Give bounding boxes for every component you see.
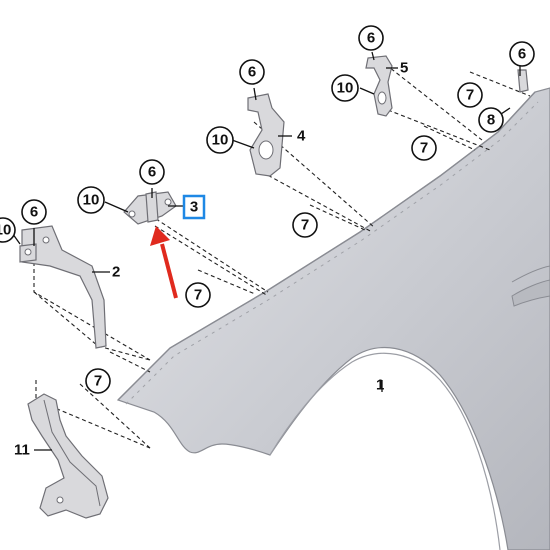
callout-10-left-edge: 10 — [0, 217, 16, 243]
callout-6-near-2: 6 — [21, 199, 47, 225]
callout-label: 7 — [420, 140, 428, 157]
callout-7-bottom-left: 7 — [85, 368, 111, 394]
callout-label: 7 — [301, 217, 309, 234]
callout-7-middle: 7 — [292, 212, 318, 238]
bracket-part-3[interactable] — [123, 191, 177, 225]
callout-7-top-right: 7 — [457, 82, 483, 108]
part-number-3-highlight: 3 — [182, 194, 206, 220]
callout-10-near-5: 10 — [331, 74, 359, 102]
bracket-part-4[interactable] — [247, 93, 285, 177]
callout-7-lower: 7 — [185, 282, 211, 308]
callout-label: 6 — [148, 164, 156, 181]
red-arrow — [150, 226, 178, 299]
callout-label: 7 — [94, 373, 102, 390]
bracket-part-2[interactable] — [19, 225, 107, 349]
part-number-5: 5 — [400, 60, 408, 77]
callout-label: 8 — [487, 112, 495, 129]
leader-lines — [9, 51, 521, 451]
callout-8: 8 — [478, 107, 504, 133]
callout-label: 10 — [337, 80, 354, 97]
callout-6-near-3: 6 — [139, 159, 165, 185]
callout-label: 7 — [466, 87, 474, 104]
callout-label: 6 — [367, 30, 375, 47]
callout-6-top-right: 6 — [509, 41, 535, 67]
callout-10-near-4: 10 — [206, 126, 234, 154]
callout-label: 6 — [248, 64, 256, 81]
dashed-guides — [33, 59, 531, 449]
part-number-3: 3 — [190, 199, 198, 216]
part-number-4: 4 — [297, 128, 306, 145]
fender-panel[interactable] — [116, 87, 550, 550]
callout-6-near-5: 6 — [358, 25, 384, 51]
bracket-part-5[interactable] — [365, 55, 393, 117]
callout-label: 10 — [83, 192, 100, 209]
callout-6-near-4: 6 — [239, 59, 265, 85]
callout-label: 6 — [518, 46, 526, 63]
part-number-1: 1 — [376, 377, 384, 394]
callout-10-near-3: 10 — [77, 186, 105, 214]
bracket-part-11[interactable] — [27, 393, 109, 519]
part-number-2: 2 — [112, 264, 120, 281]
part-number-11: 11 — [14, 442, 30, 459]
callout-label: 6 — [30, 204, 38, 221]
callout-label: 10 — [212, 132, 229, 149]
callout-7-upper: 7 — [411, 135, 437, 161]
callout-label: 10 — [0, 222, 11, 239]
callout-label: 7 — [194, 287, 202, 304]
